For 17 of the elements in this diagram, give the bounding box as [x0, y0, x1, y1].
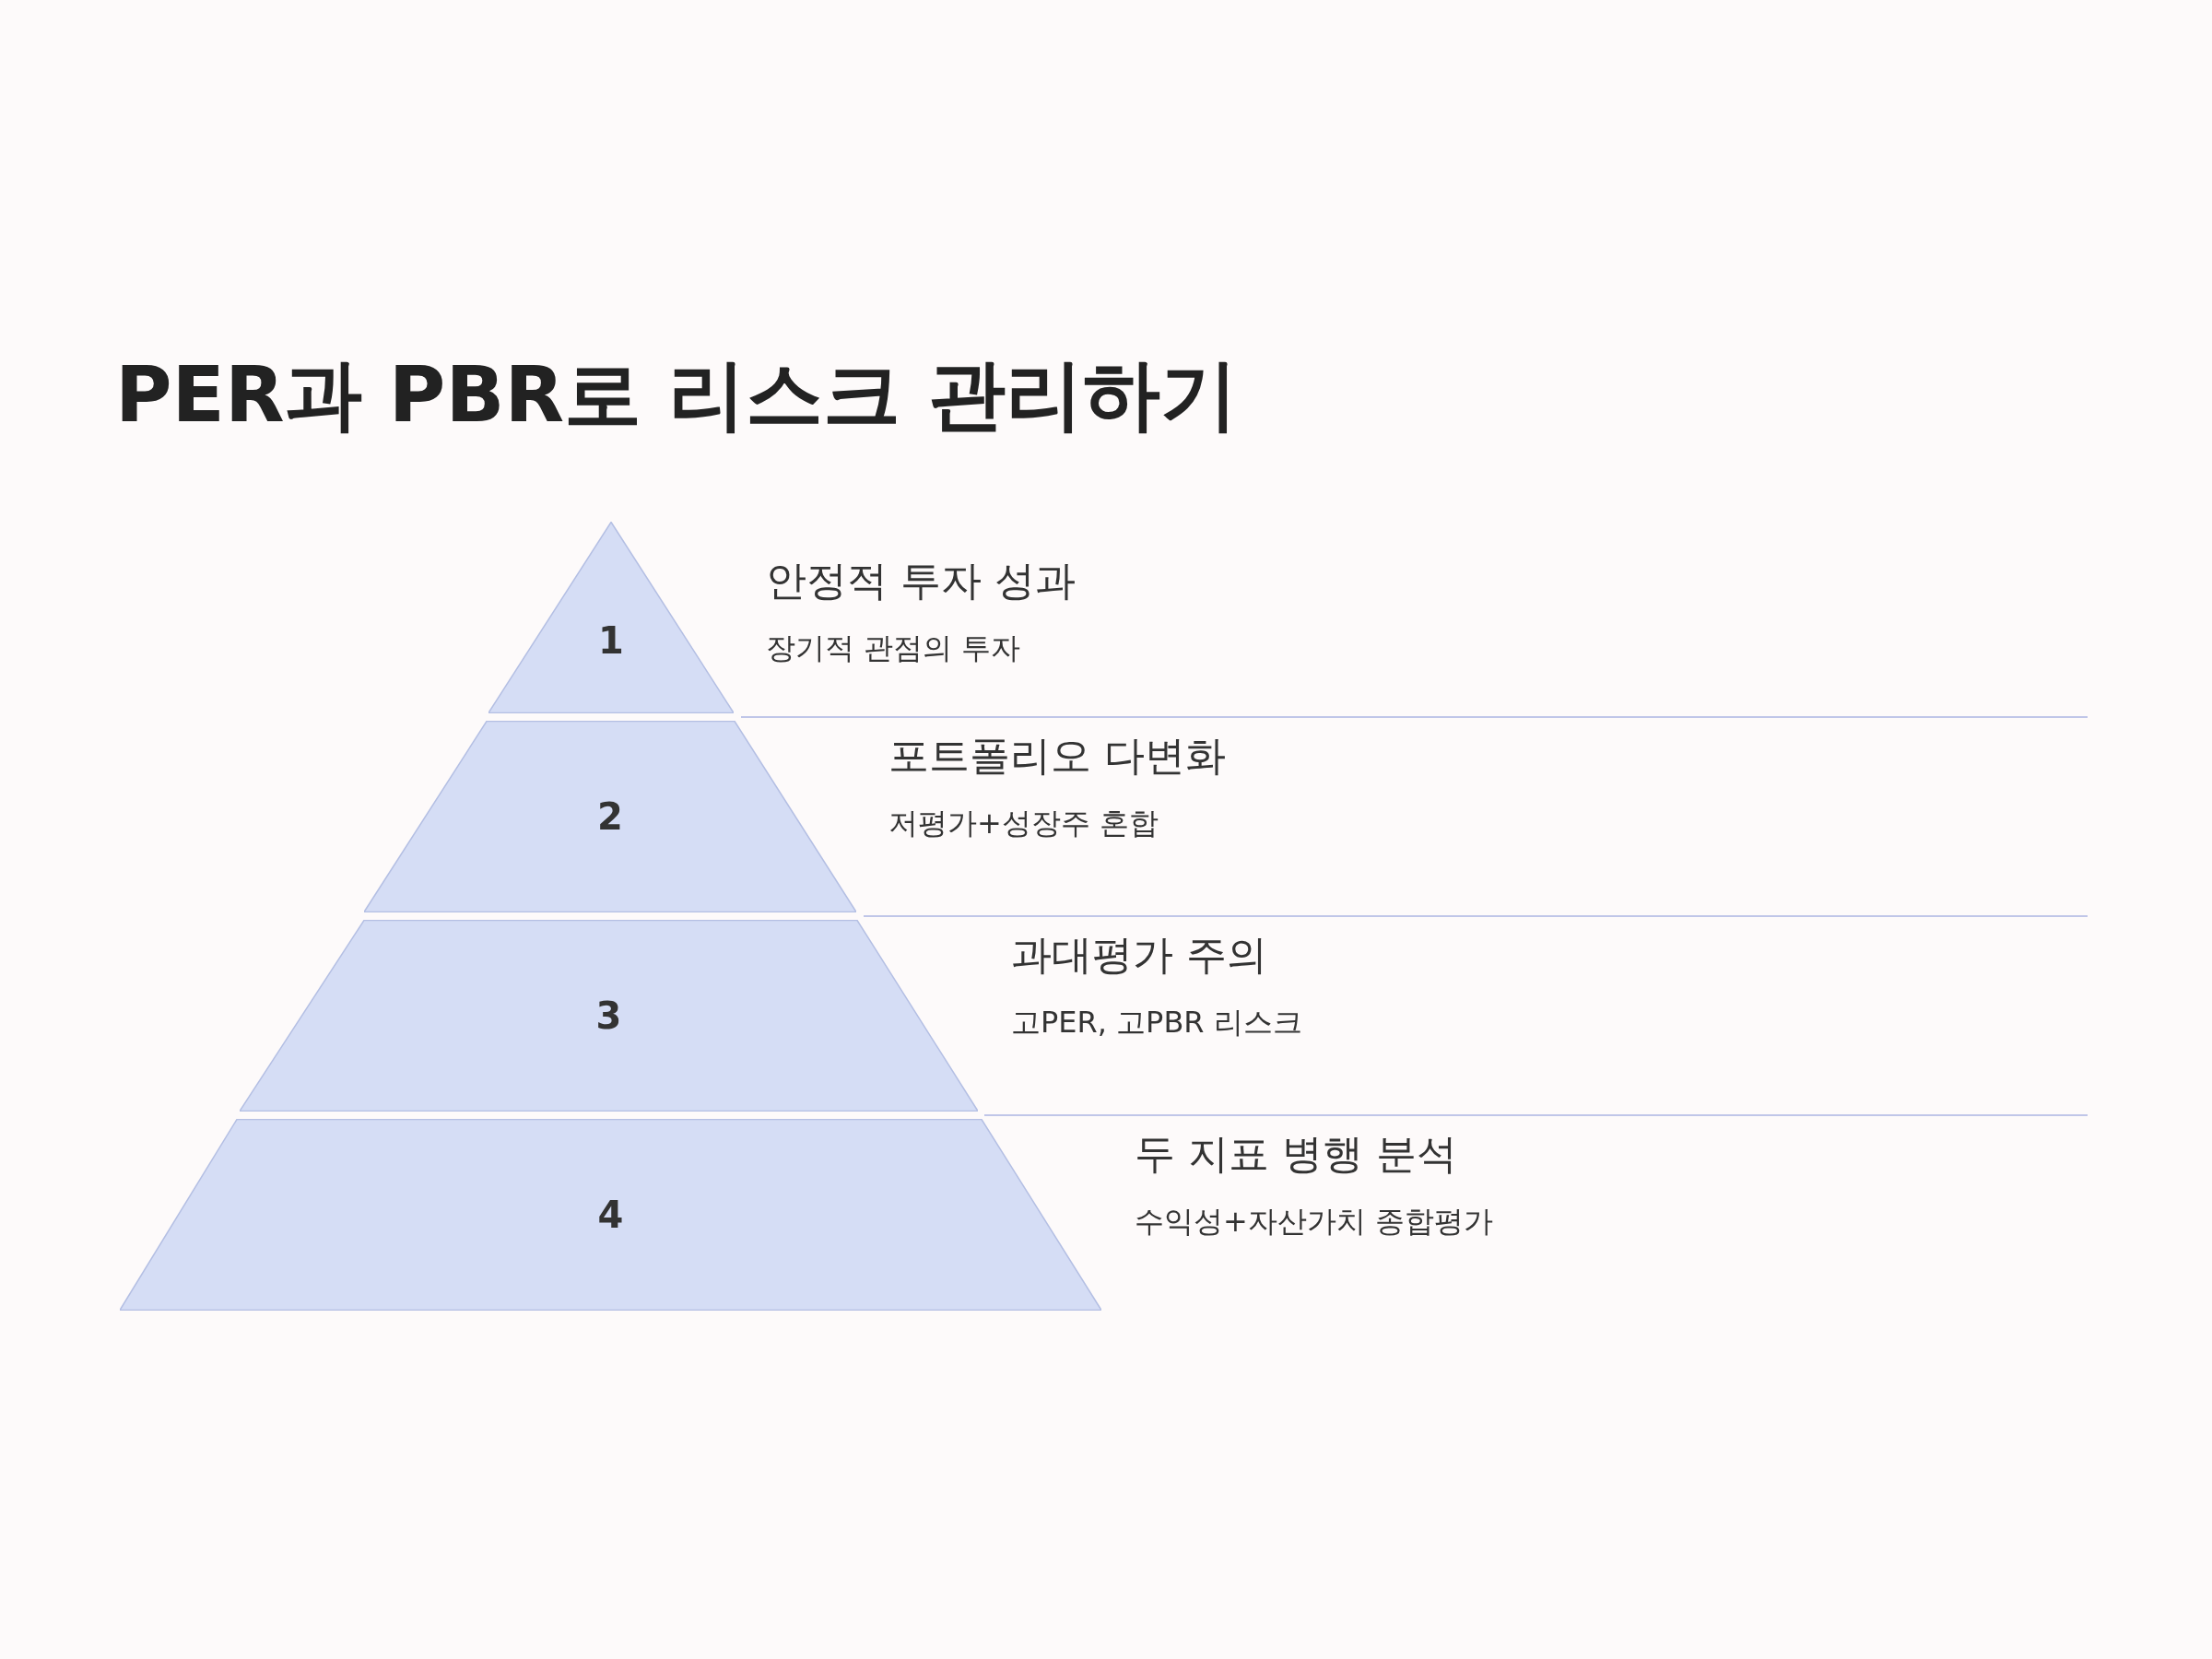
pyramid-layer: [240, 920, 978, 1112]
layer-number: 3: [595, 997, 622, 1034]
layer-heading: 두 지표 병행 분석: [1135, 1130, 1457, 1179]
layer-description: 고PER, 고PBR 리스크: [1011, 1005, 1302, 1041]
pyramid-layer: [364, 721, 856, 912]
layer-number: 2: [597, 798, 623, 835]
layer-description: 저평가+성장주 혼합: [888, 806, 1159, 841]
pyramid-top-triangle: [488, 522, 734, 713]
layer-description: 장기적 관점의 투자: [766, 630, 1021, 666]
layer-heading: 포트폴리오 다변화: [888, 732, 1226, 781]
title: PER과 PBR로 리스크 관리하기: [115, 348, 1238, 441]
layer-heading: 안정적 투자 성과: [766, 557, 1076, 606]
layer-heading: 과대평가 주의: [1011, 931, 1267, 980]
layer-number: 1: [598, 621, 624, 659]
layer-number: 4: [597, 1196, 624, 1233]
pyramid-layer: [120, 1119, 1101, 1311]
layer-description: 수익성+자산가치 종합평가: [1135, 1204, 1493, 1240]
